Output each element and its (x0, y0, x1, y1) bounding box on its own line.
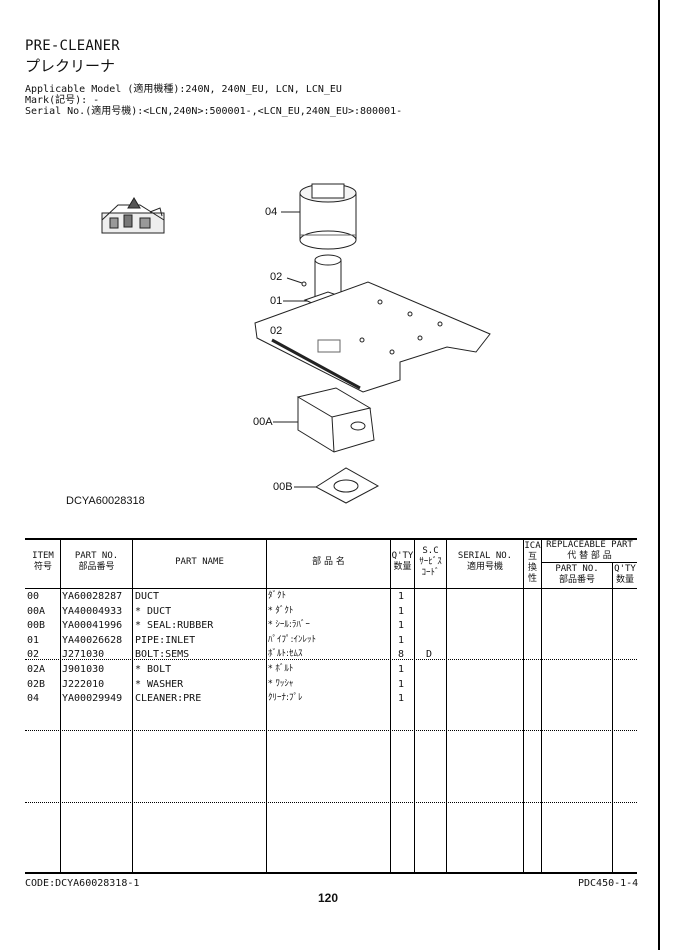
table-cell-name: CLEANER:PRE (135, 693, 202, 705)
table-cell-part-no: J271030 (62, 649, 105, 661)
table-cell-part-no: YA40004933 (62, 605, 123, 617)
footer-code: CODE:DCYA60028318-1 (25, 878, 140, 889)
callout-01: 01 (270, 295, 283, 307)
table-cell-name-jp: * ｼｰﾙ:ﾗﾊﾞｰ (268, 620, 310, 631)
th-part-name: PART NAME (175, 557, 224, 567)
pre-cleaner-part (299, 183, 357, 250)
page-title: PRE-CLEANER (25, 38, 120, 54)
exploded-parts-diagram (101, 183, 491, 504)
table-cell-qty: 1 (398, 620, 405, 632)
table-cell-item: 02 (27, 649, 40, 661)
table-cell-sc: D (426, 649, 433, 661)
col-divider (132, 538, 133, 873)
col-divider (390, 538, 391, 873)
table-cell-name: PIPE:INLET (135, 634, 196, 646)
duct-part (296, 387, 375, 453)
base-plate-part (254, 281, 491, 393)
table-cell-item: 00B (27, 620, 46, 632)
row-separator (25, 730, 637, 731)
table-cell-name: DUCT (135, 591, 160, 602)
table-cell-qty: 1 (398, 678, 405, 690)
table-cell-part-no: YA40026628 (62, 634, 123, 646)
col-divider (446, 538, 447, 873)
table-cell-item: 01 (27, 634, 40, 646)
table-cell-part-no: YA00029949 (62, 693, 123, 705)
row-separator (25, 802, 637, 803)
table-cell-name-jp: ﾎﾞﾙﾄ:ｾﾑｽ (268, 649, 303, 660)
th-serial: SERIAL NO.適用号機 (457, 551, 513, 572)
callout-00a: 00A (253, 416, 273, 428)
callout-00b: 00B (273, 481, 293, 493)
table-header-rule (25, 588, 637, 589)
row-separator (25, 659, 637, 660)
col-divider (414, 538, 415, 873)
table-cell-item: 02B (27, 678, 46, 690)
serial-line: Serial No.(適用号機):<LCN,240N>:500001-,<LCN… (25, 106, 403, 117)
table-top-rule (25, 538, 637, 540)
replaceable-subrule (541, 562, 637, 563)
col-divider (523, 538, 524, 873)
col-divider (266, 538, 267, 873)
table-cell-name-jp: * ﾀﾞｸﾄ (268, 605, 294, 616)
table-bottom-rule (25, 872, 637, 874)
table-cell-qty: 1 (398, 605, 405, 617)
table-cell-name-jp: ﾀﾞｸﾄ (268, 591, 287, 601)
mark-line: Mark(記号): - (25, 95, 100, 106)
table-cell-qty: 8 (398, 649, 405, 661)
table-cell-part-no: J901030 (62, 664, 105, 675)
col-divider (612, 562, 613, 873)
table-cell-name-jp: ﾊﾟｲﾌﾟ:ｲﾝﾚｯﾄ (268, 634, 317, 645)
table-cell-item: 00 (27, 591, 40, 602)
table-cell-qty: 1 (398, 634, 405, 646)
table-cell-qty: 1 (398, 664, 405, 675)
th-part-no: PART NO.部品番号 (74, 551, 119, 572)
callout-02-lower: 02 (270, 325, 283, 337)
table-cell-name-jp: * ﾎﾞﾙﾄ (268, 664, 294, 674)
table-cell-name-jp: ｸﾘｰﾅ:ﾌﾟﾚ (268, 693, 303, 704)
col-divider (541, 538, 542, 873)
table-cell-name: * DUCT (135, 605, 172, 617)
table-cell-name: BOLT:SEMS (135, 649, 190, 661)
drawing-code: DCYA60028318 (66, 495, 145, 507)
table-cell-qty: 1 (398, 693, 405, 705)
table-cell-name: * BOLT (135, 664, 172, 675)
callout-04: 04 (265, 206, 278, 218)
col-divider (60, 538, 61, 873)
table-cell-item: 04 (27, 693, 40, 705)
rubber-seal-part (315, 467, 380, 504)
table-cell-name: * SEAL:RUBBER (135, 620, 214, 632)
footer-ref: PDC450-1-4 (578, 878, 639, 889)
table-cell-name: * WASHER (135, 678, 184, 690)
machine-thumbnail-icon (101, 197, 165, 234)
th-name-jp: 部 品 名 (312, 557, 345, 567)
table-cell-name-jp: * ﾜｯｼｬ (268, 678, 294, 689)
th-rp-part-no: PART NO.部品番号 (555, 564, 599, 585)
callout-02: 02 (270, 271, 283, 283)
table-cell-part-no: J222010 (62, 678, 105, 690)
table-cell-item: 02A (27, 664, 46, 675)
table-cell-qty: 1 (398, 591, 405, 602)
table-cell-item: 00A (27, 605, 46, 617)
page-number: 120 (318, 891, 339, 905)
page-title-jp: プレクリーナ (25, 57, 116, 75)
table-cell-part-no: YA00041996 (62, 620, 123, 632)
page-border-line (658, 0, 660, 950)
applicable-model-line: Applicable Model (適用機種):240N, 240N_EU, L… (25, 84, 342, 95)
table-cell-part-no: YA60028287 (62, 591, 123, 602)
